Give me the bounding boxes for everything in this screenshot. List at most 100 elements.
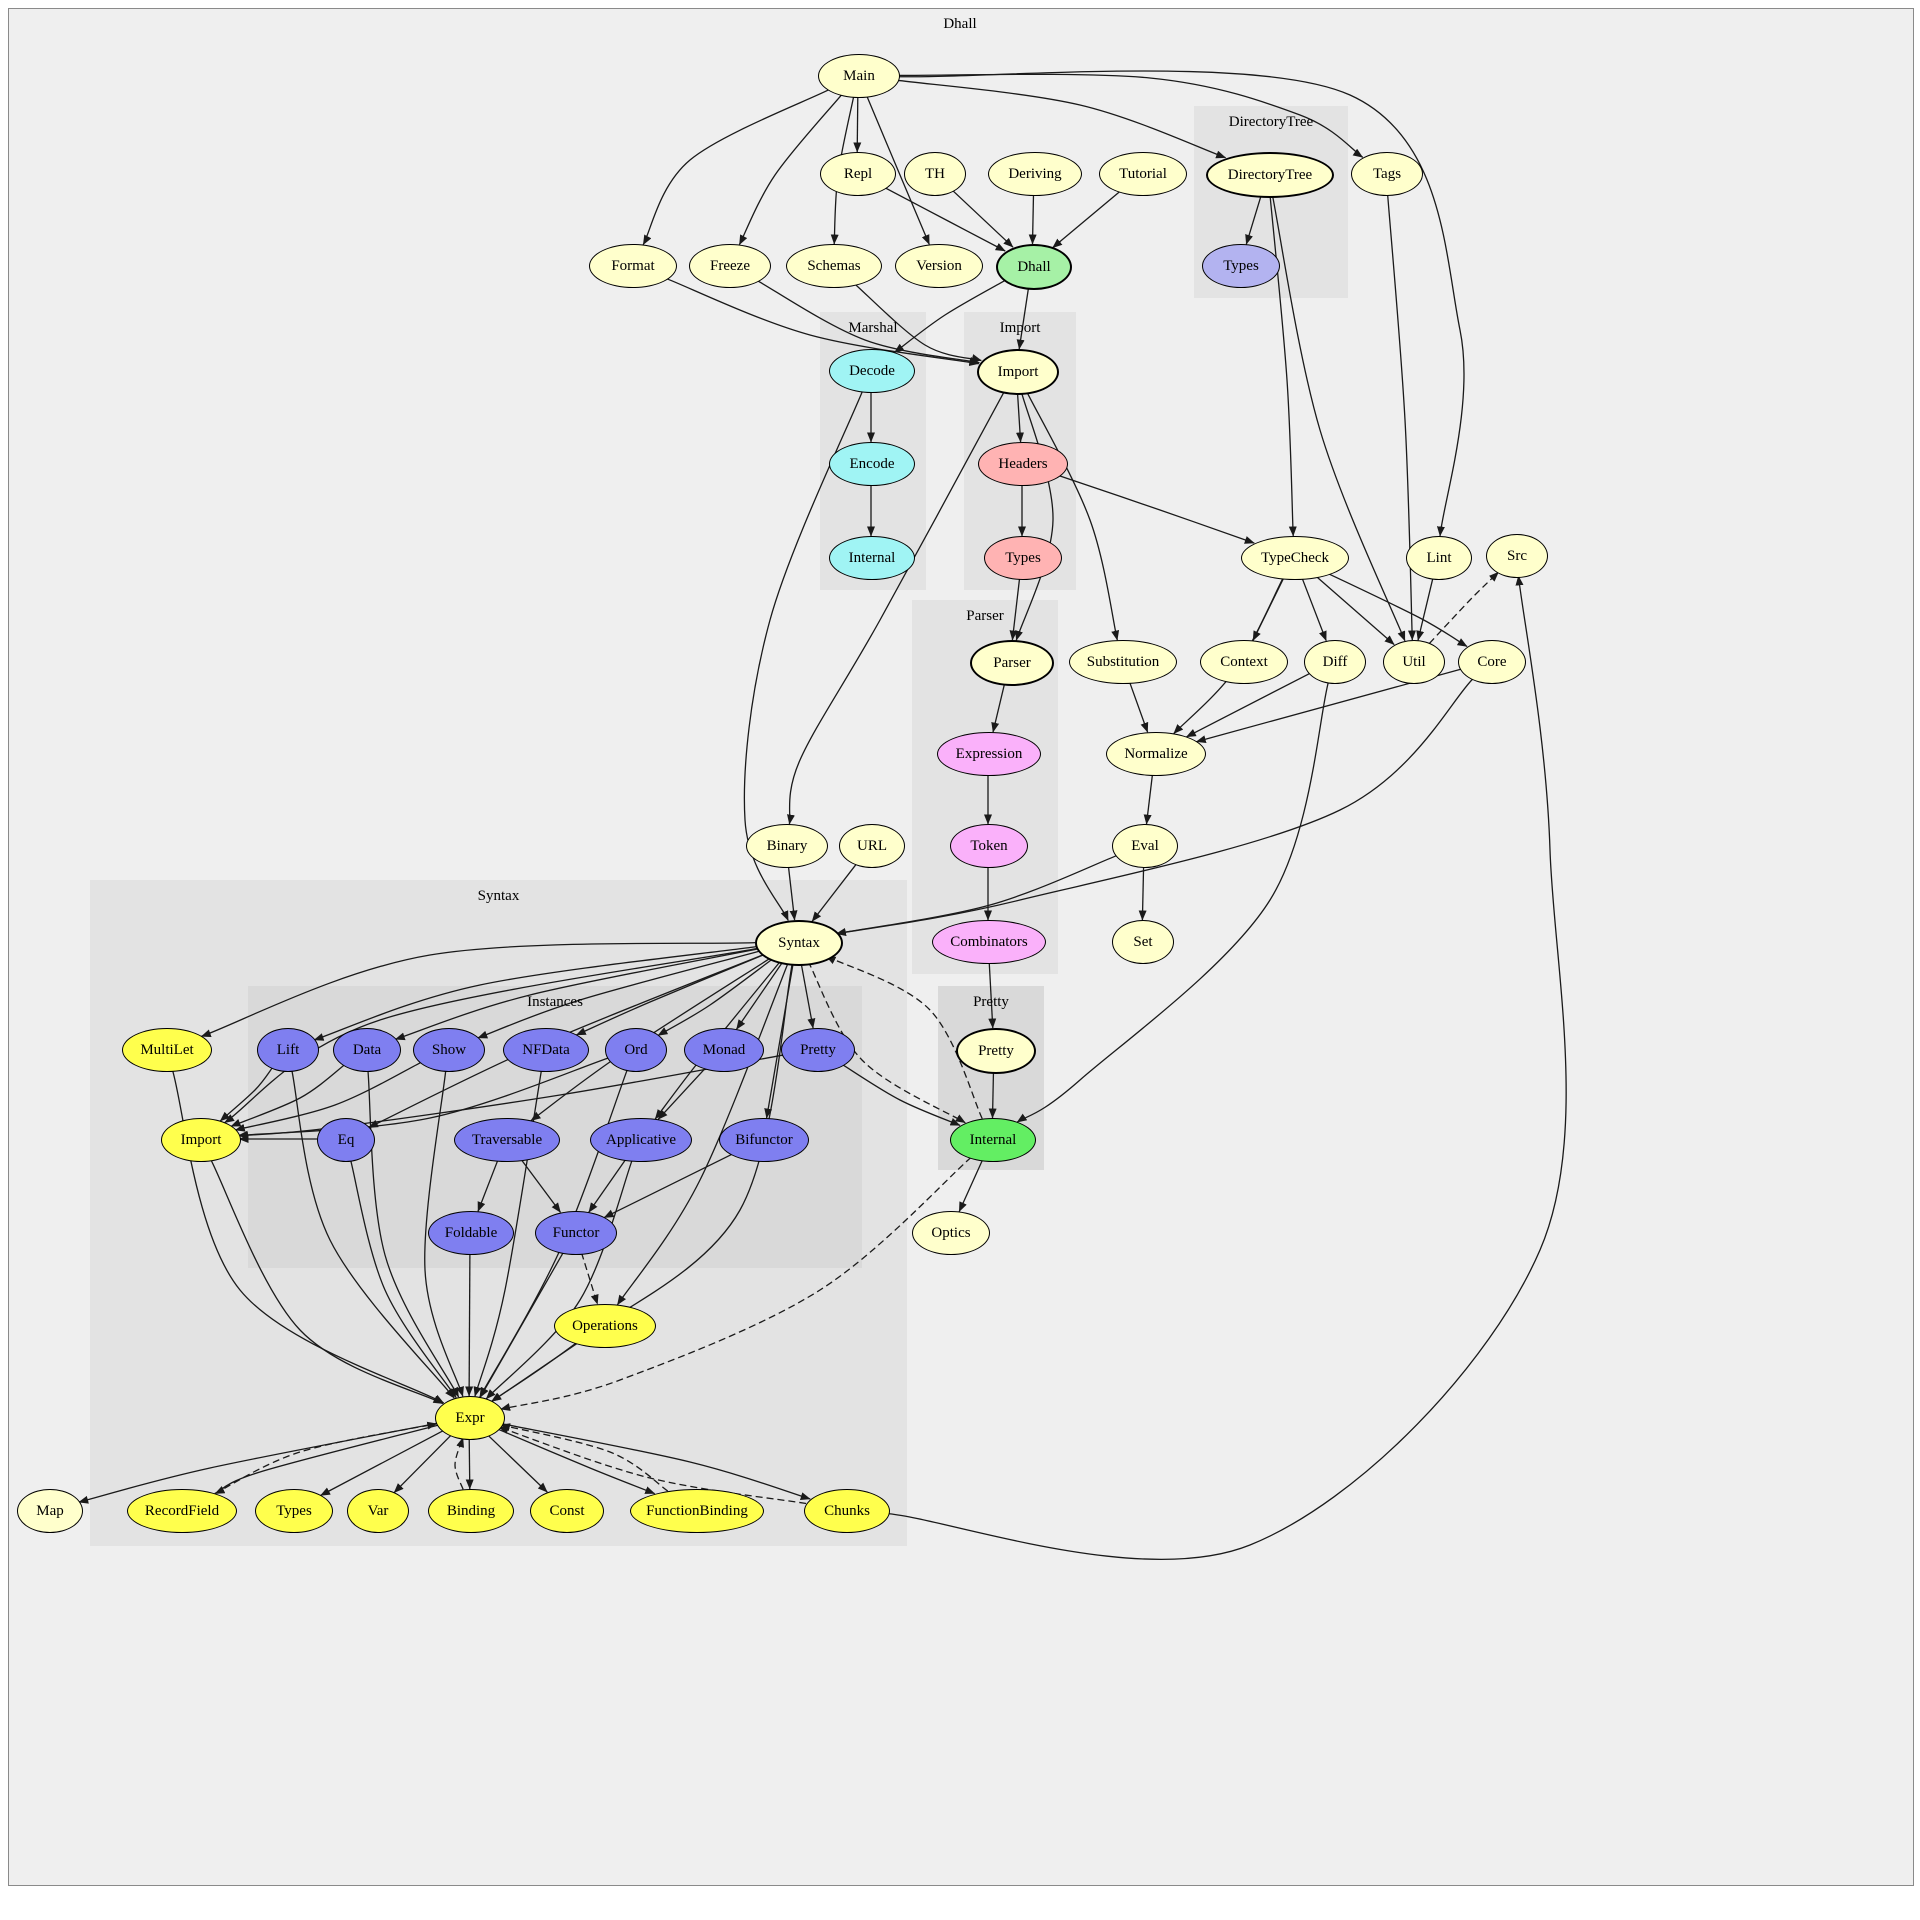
node-encode: Encode [829, 442, 915, 486]
edge-decode-syntaxn [743, 390, 864, 921]
cluster-label-instances: Instances [527, 994, 583, 1010]
node-version: Version [895, 244, 983, 288]
edge-foldable-expr [465, 1252, 474, 1397]
node-show: Show [413, 1028, 485, 1072]
node-const: Const [530, 1489, 604, 1533]
node-set: Set [1112, 920, 1174, 964]
edge-typecheck-diff [1301, 577, 1327, 642]
edge-url-syntaxn [811, 863, 858, 922]
edge-expr-recordfield [214, 1424, 438, 1495]
edge-importtop-headers [1016, 390, 1024, 443]
cluster-label-import: Import [999, 320, 1041, 336]
node-operations: Operations [554, 1304, 656, 1348]
edge-importy-expr [210, 1158, 444, 1405]
node-directorytree: DirectoryTree [1206, 152, 1334, 198]
node-optics: Optics [912, 1211, 990, 1255]
edge-directorytree-typecheck [1269, 193, 1297, 537]
edge-directorytree-typesdt [1245, 193, 1263, 245]
edge-nfdata-expr [473, 1069, 543, 1397]
edge-eval-syntaxn [835, 855, 1117, 936]
edge-syntaxn-multilet [200, 941, 756, 1038]
edge-expr-var [393, 1434, 452, 1494]
node-core: Core [1458, 640, 1526, 684]
edge-binding-expr [454, 1437, 464, 1490]
edge-applicative-functor [588, 1158, 627, 1213]
node-tags: Tags [1351, 152, 1423, 196]
edge-syntaxn-ord [657, 957, 774, 1037]
node-binding: Binding [428, 1489, 514, 1533]
edge-typesi-parser [1009, 577, 1021, 641]
edge-schemas-importtop [854, 283, 982, 362]
edge-main-version [866, 95, 930, 245]
edge-functor-expr [479, 1251, 565, 1398]
edge-parser-expression [991, 681, 1006, 733]
node-internalm: Internal [829, 536, 915, 580]
edge-eq-expr [349, 1159, 457, 1399]
node-data: Data [333, 1028, 401, 1072]
node-typesi: Types [984, 536, 1062, 580]
cluster-label-dhall-outer: Dhall [943, 16, 977, 32]
cluster-label-pretty: Pretty [973, 994, 1009, 1010]
node-expression: Expression [937, 732, 1041, 776]
node-prettyb: Pretty [956, 1028, 1036, 1074]
edge-directorytree-util [1271, 193, 1406, 642]
edge-expr-chunks [501, 1422, 811, 1501]
edge-syntaxn-internalg [807, 960, 966, 1124]
node-dhall: Dhall [996, 244, 1072, 290]
node-src: Src [1486, 534, 1548, 578]
edge-main-directorytree [896, 79, 1227, 159]
node-monad: Monad [684, 1028, 764, 1072]
edge-binary-syntaxn [787, 865, 798, 921]
edge-syntaxn-importy [224, 947, 758, 1124]
edge-internalg-expr [500, 1156, 972, 1411]
node-traversable: Traversable [454, 1118, 560, 1162]
edge-dhall-importtop [1016, 285, 1030, 350]
node-typesdt: Types [1202, 244, 1280, 288]
edge-expr-map [78, 1422, 437, 1504]
edge-prettyp-importy [238, 1054, 783, 1139]
edge-functor-operations [580, 1252, 599, 1305]
edge-dhall-decode [893, 279, 1007, 354]
edge-tags-util [1386, 193, 1416, 641]
node-foldable: Foldable [428, 1211, 514, 1255]
edge-internalg-syntaxn [825, 955, 983, 1119]
edge-expr-typess [320, 1430, 444, 1497]
node-var: Var [347, 1489, 409, 1533]
node-util: Util [1383, 640, 1445, 684]
edge-repl-dhall [883, 186, 1006, 252]
node-binary: Binary [746, 824, 828, 868]
node-decode: Decode [829, 349, 915, 393]
node-main: Main [818, 54, 900, 98]
edge-prettyp-internalg [841, 1063, 961, 1126]
edge-lift-expr [291, 1069, 455, 1399]
edge-deriving-dhall [1028, 193, 1037, 245]
node-tutorial: Tutorial [1099, 152, 1187, 196]
edge-chunks-expr [498, 1426, 807, 1505]
cluster-label-syntax: Syntax [477, 888, 520, 904]
edge-headers-typecheck [1057, 474, 1255, 544]
node-internalg: Internal [950, 1118, 1036, 1162]
edge-recordfield-expr [214, 1421, 438, 1495]
node-url: URL [839, 824, 905, 868]
node-importtop: Import [977, 349, 1059, 395]
edge-operations-expr [491, 1342, 579, 1402]
node-typecheck: TypeCheck [1241, 536, 1349, 580]
edge-combinators-prettyb [988, 961, 997, 1029]
edge-functionbinding-expr [500, 1423, 669, 1492]
node-map: Map [17, 1489, 83, 1533]
node-repl: Repl [820, 152, 896, 196]
edge-freeze-importtop [756, 279, 980, 365]
node-expr: Expr [435, 1396, 505, 1440]
node-ord: Ord [605, 1028, 667, 1072]
node-th: TH [904, 152, 966, 196]
edge-importtop-binary [787, 389, 1006, 825]
node-functor: Functor [535, 1211, 617, 1255]
cluster-label-directorytree: DirectoryTree [1228, 114, 1314, 130]
node-eq: Eq [317, 1118, 375, 1162]
edge-syntaxn-operations [616, 961, 790, 1306]
edge-show-importy [234, 1061, 422, 1132]
node-substitution: Substitution [1069, 640, 1177, 684]
node-format: Format [589, 244, 677, 288]
